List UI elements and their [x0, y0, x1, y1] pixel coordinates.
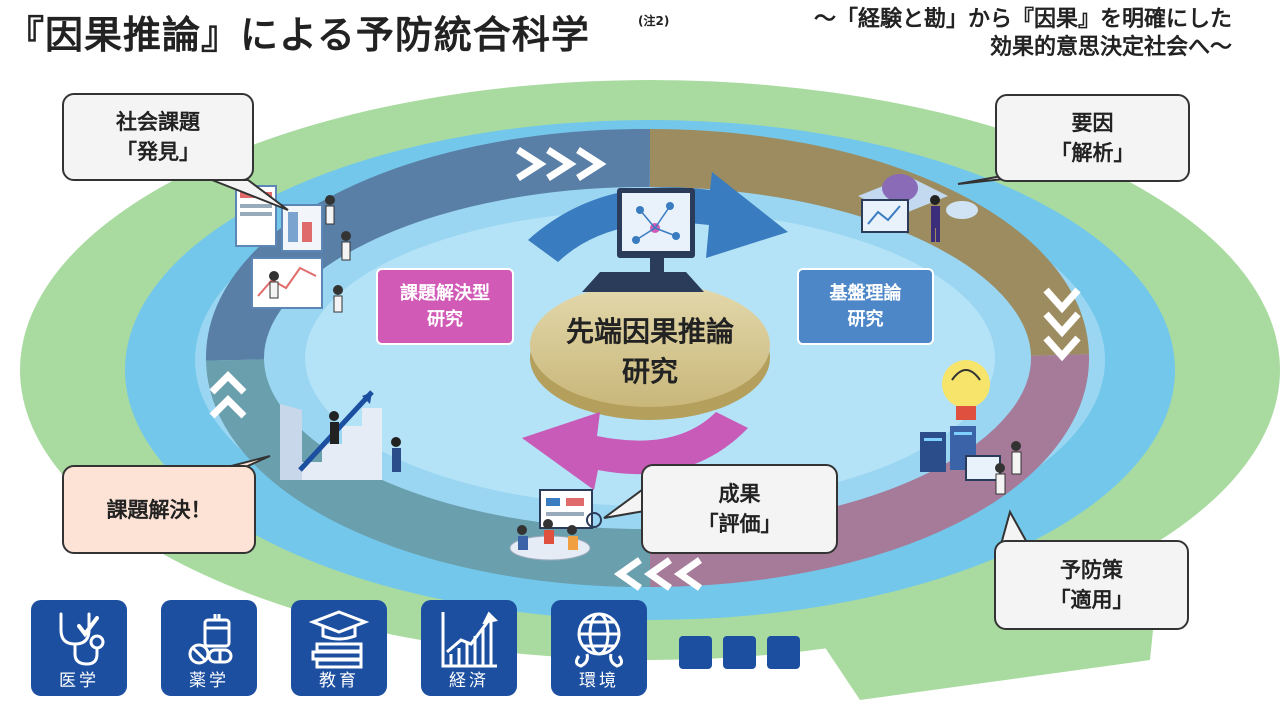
fundamental-theory-research-line-1: 基盤理論 — [829, 282, 902, 304]
more-fields-square-2 — [723, 636, 756, 669]
bottom-curved-arrow — [522, 412, 748, 490]
discovery-illustration — [235, 185, 351, 313]
evaluation-callout: 成果 「評価」 — [641, 464, 838, 554]
analysis-callout-line-2: 「解析」 — [1050, 141, 1135, 165]
medicine-icon — [188, 614, 233, 665]
more-fields-square-1 — [679, 636, 712, 669]
field-card-pharmacy: 薬学 — [161, 600, 257, 696]
field-card-medicine: 医学 — [31, 600, 127, 696]
subtitle-line-1: ～「経験と勘」から『因果』を明確にした — [813, 7, 1232, 32]
field-card-education: 教育 — [291, 600, 387, 696]
field-label-medicine: 医学 — [59, 671, 99, 691]
computer-illustration — [582, 188, 704, 292]
analysis-callout: 要因 「解析」 — [995, 94, 1190, 182]
globe-icon — [574, 612, 624, 668]
center-label-line-1: 先端因果推論 — [565, 315, 734, 348]
solution-callout-line-1: 課題解決！ — [106, 497, 212, 522]
discovery-callout-line-1: 社会課題 — [116, 110, 200, 134]
evaluation-illustration — [509, 489, 602, 561]
solution-callout: 課題解決！ — [62, 465, 256, 554]
page-title: 『因果推論』による予防統合科学 — [6, 13, 590, 57]
field-label-economics: 経済 — [449, 671, 489, 691]
application-callout-line-1: 予防策 — [1060, 558, 1123, 582]
stethoscope-icon — [59, 612, 105, 666]
more-fields-square-3 — [767, 636, 800, 669]
field-label-pharmacy: 薬学 — [189, 671, 229, 691]
analysis-callout-line-1: 要因 — [1071, 111, 1114, 135]
fundamental-theory-research-box: 基盤理論 研究 — [797, 268, 934, 345]
books-icon — [309, 610, 369, 669]
problem-solving-research-line-2: 研究 — [427, 308, 463, 330]
center-label: 先端因果推論 研究 — [525, 312, 775, 392]
field-card-environment: 環境 — [551, 600, 647, 696]
growth-chart-icon — [441, 611, 499, 668]
application-callout-line-2: 「適用」 — [1049, 588, 1134, 612]
field-label-environment: 環境 — [579, 671, 619, 691]
field-card-economics: 経済 — [421, 600, 517, 696]
title-note: (注2) — [638, 14, 670, 28]
discovery-callout: 社会課題 「発見」 — [62, 93, 254, 181]
center-disc — [530, 283, 770, 420]
problem-solving-research-line-1: 課題解決型 — [400, 282, 490, 304]
fundamental-theory-research-line-2: 研究 — [847, 308, 884, 330]
field-label-education: 教育 — [319, 671, 359, 691]
page-subtitle: ～「経験と勘」から『因果』を明確にした 効果的意思決定社会へ～ — [814, 6, 1232, 62]
solution-illustration — [280, 390, 401, 480]
problem-solving-research-box: 課題解決型 研究 — [376, 268, 514, 345]
ring-chevrons — [209, 147, 1081, 591]
center-label-line-2: 研究 — [621, 355, 678, 388]
discovery-callout-line-2: 「発見」 — [116, 140, 200, 164]
subtitle-line-2: 効果的意思決定社会へ～ — [989, 35, 1232, 60]
application-callout: 予防策 「適用」 — [994, 540, 1189, 630]
prevention-illustration — [920, 360, 1022, 495]
analysis-illustration — [858, 174, 978, 242]
evaluation-callout-line-2: 「評価」 — [697, 512, 782, 536]
evaluation-callout-line-1: 成果 — [718, 482, 761, 506]
